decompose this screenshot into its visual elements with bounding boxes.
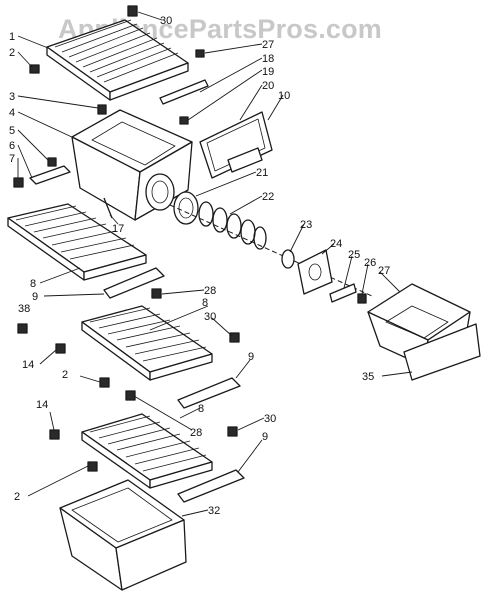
callout-27-dispenser: 27: [378, 265, 390, 277]
callout-24: 24: [330, 238, 342, 250]
callout-22: 22: [262, 191, 274, 203]
crisper-pan-32: [59, 479, 187, 591]
screw-2-top: [29, 64, 40, 74]
callout-14-upper: 14: [22, 359, 34, 371]
screw-30-top: [127, 5, 138, 17]
callout-2-middle: 2: [62, 369, 68, 381]
callout-17: 17: [112, 223, 124, 235]
bracket-24: [297, 249, 333, 295]
leader-lines: [17, 11, 413, 517]
callout-25: 25: [348, 249, 360, 261]
wire-shelf-lower: [49, 413, 245, 503]
callout-26: 26: [364, 257, 376, 269]
top-wire-shelf: [29, 5, 189, 101]
screw-28-lower: [125, 390, 136, 401]
screw-38: [17, 323, 28, 334]
callout-32: 32: [208, 505, 220, 517]
ice-bin-housing: [13, 104, 193, 221]
cross-rail-18-19: [159, 49, 209, 125]
callout-2-lower: 2: [14, 491, 20, 503]
callout-6: 6: [9, 140, 15, 152]
wire-shelf-upper: [7, 203, 165, 334]
rail-9-middle: [177, 377, 241, 409]
clip-25: [329, 283, 357, 303]
callout-9-middle: 9: [248, 351, 254, 363]
callout-2: 2: [9, 47, 15, 59]
bracket-6: [29, 165, 71, 185]
screw-2-middle: [99, 377, 110, 388]
rail-9-lower: [177, 469, 245, 503]
screw-5: [47, 157, 57, 167]
callout-23: 23: [300, 219, 312, 231]
screw-2-lower: [87, 461, 98, 472]
screw-7: [13, 177, 24, 188]
screw-30-lower: [227, 426, 238, 437]
callout-20: 20: [262, 80, 274, 92]
front-panel-20-10: [199, 111, 273, 179]
screw-30-middle: [229, 332, 240, 343]
rail-9-upper: [103, 267, 165, 299]
callout-5: 5: [9, 125, 15, 137]
callout-38: 38: [18, 303, 30, 315]
rod-17: [103, 197, 113, 219]
dispenser-bin-27-35: [367, 283, 481, 381]
callout-10: 10: [278, 90, 290, 102]
callout-28-lower: 28: [190, 427, 202, 439]
callout-19: 19: [262, 66, 274, 78]
callout-8-lower: 8: [198, 403, 204, 415]
washer-23: [281, 249, 295, 269]
assembly-axis-line: [169, 204, 373, 297]
wire-shelf-middle: [55, 305, 241, 409]
callout-1: 1: [9, 31, 15, 43]
callout-30-middle: 30: [204, 311, 216, 323]
callout-4: 4: [9, 107, 15, 119]
callout-7: 7: [9, 153, 15, 165]
auger-spring-22: [198, 201, 267, 250]
callout-18: 18: [262, 53, 274, 65]
callout-9-upper: 9: [32, 291, 38, 303]
callout-27: 27: [262, 39, 274, 51]
callout-30: 30: [160, 15, 172, 27]
callout-21: 21: [256, 167, 268, 179]
dispenser-parts-23-27: [281, 249, 367, 304]
nut-26: [357, 293, 367, 304]
screw-14-upper: [55, 343, 66, 354]
gasket-ring-21: [173, 191, 199, 225]
callout-35: 35: [362, 371, 374, 383]
callout-9-lower: 9: [262, 431, 268, 443]
callout-8-upper: 8: [30, 278, 36, 290]
screw-3: [97, 104, 107, 115]
screw-14-lower: [49, 429, 60, 440]
screw-28-upper: [151, 288, 162, 299]
callout-labels: 1 2 3 4 5 6 7 30 27 18 19 20 10 21 22 17…: [9, 15, 390, 517]
callout-28-upper: 28: [204, 285, 216, 297]
callout-14-lower: 14: [36, 399, 48, 411]
callout-3: 3: [9, 91, 15, 103]
callout-30-lower: 30: [264, 413, 276, 425]
callout-8-middle: 8: [202, 297, 208, 309]
